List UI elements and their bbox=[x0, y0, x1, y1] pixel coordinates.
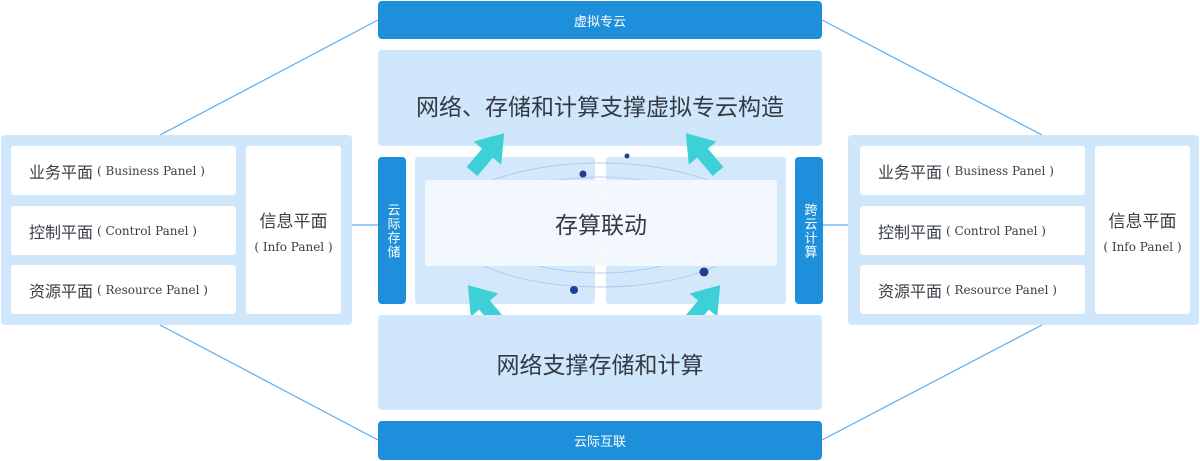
info-plane-english: ( Info Panel ) bbox=[1103, 239, 1182, 254]
upper-panel-title: 网络、存储和计算支撑虚拟专云构造 bbox=[416, 95, 784, 121]
right-resource-plane: 资源平面 ( Resource Panel ) bbox=[860, 265, 1085, 314]
plane-name: 控制平面 bbox=[878, 222, 943, 242]
right-business-plane: 业务平面 ( Business Panel ) bbox=[860, 146, 1085, 195]
center-label: 存算联动 bbox=[555, 213, 647, 239]
plane-english: ( Business Panel ) bbox=[946, 163, 1054, 178]
top-bar-virtual-private-cloud: 虚拟专云 bbox=[378, 1, 822, 39]
lower-panel-title: 网络支撑存储和计算 bbox=[496, 352, 704, 379]
info-plane-name: 信息平面 bbox=[1108, 211, 1177, 232]
plane-name: 业务平面 bbox=[29, 162, 94, 182]
vertical-bar-cross-cloud-compute: 跨云计算 bbox=[795, 157, 823, 304]
connector-line bbox=[159, 19, 379, 136]
plane-english: ( Resource Panel ) bbox=[97, 282, 208, 297]
bottom-bar-cloud-interconnect: 云际互联 bbox=[378, 421, 822, 460]
left-info-plane: 信息平面 ( Info Panel ) bbox=[246, 146, 341, 314]
right-control-plane: 控制平面 ( Control Panel ) bbox=[860, 206, 1085, 255]
vertical-bar-right-label: 跨云计算 bbox=[801, 202, 817, 259]
plane-english: ( Resource Panel ) bbox=[946, 282, 1057, 297]
connector-line bbox=[821, 324, 1043, 441]
plane-english: ( Control Panel ) bbox=[946, 223, 1046, 238]
left-control-plane: 控制平面 ( Control Panel ) bbox=[11, 206, 236, 255]
plane-name: 控制平面 bbox=[29, 222, 94, 242]
upper-panel: 网络、存储和计算支撑虚拟专云构造 bbox=[378, 50, 822, 146]
right-info-plane: 信息平面 ( Info Panel ) bbox=[1095, 146, 1190, 314]
lower-panel: 网络支撑存储和计算 bbox=[378, 315, 822, 410]
bottom-bar-label: 云际互联 bbox=[573, 435, 626, 450]
center-card: 存算联动 bbox=[425, 180, 777, 266]
info-plane-name: 信息平面 bbox=[259, 211, 328, 232]
vertical-bar-left-label: 云际存储 bbox=[384, 202, 400, 259]
plane-english: ( Business Panel ) bbox=[97, 163, 205, 178]
left-business-plane: 业务平面 ( Business Panel ) bbox=[11, 146, 236, 195]
plane-english: ( Control Panel ) bbox=[97, 223, 197, 238]
plane-name: 资源平面 bbox=[29, 281, 94, 301]
vertical-bar-cloud-storage: 云际存储 bbox=[378, 157, 406, 304]
info-plane-english: ( Info Panel ) bbox=[254, 239, 333, 254]
top-bar-label: 虚拟专云 bbox=[573, 14, 626, 30]
connector-line bbox=[159, 324, 379, 441]
plane-name: 资源平面 bbox=[878, 281, 943, 301]
connector-line bbox=[821, 19, 1043, 136]
left-resource-plane: 资源平面 ( Resource Panel ) bbox=[11, 265, 236, 314]
plane-name: 业务平面 bbox=[878, 162, 943, 182]
